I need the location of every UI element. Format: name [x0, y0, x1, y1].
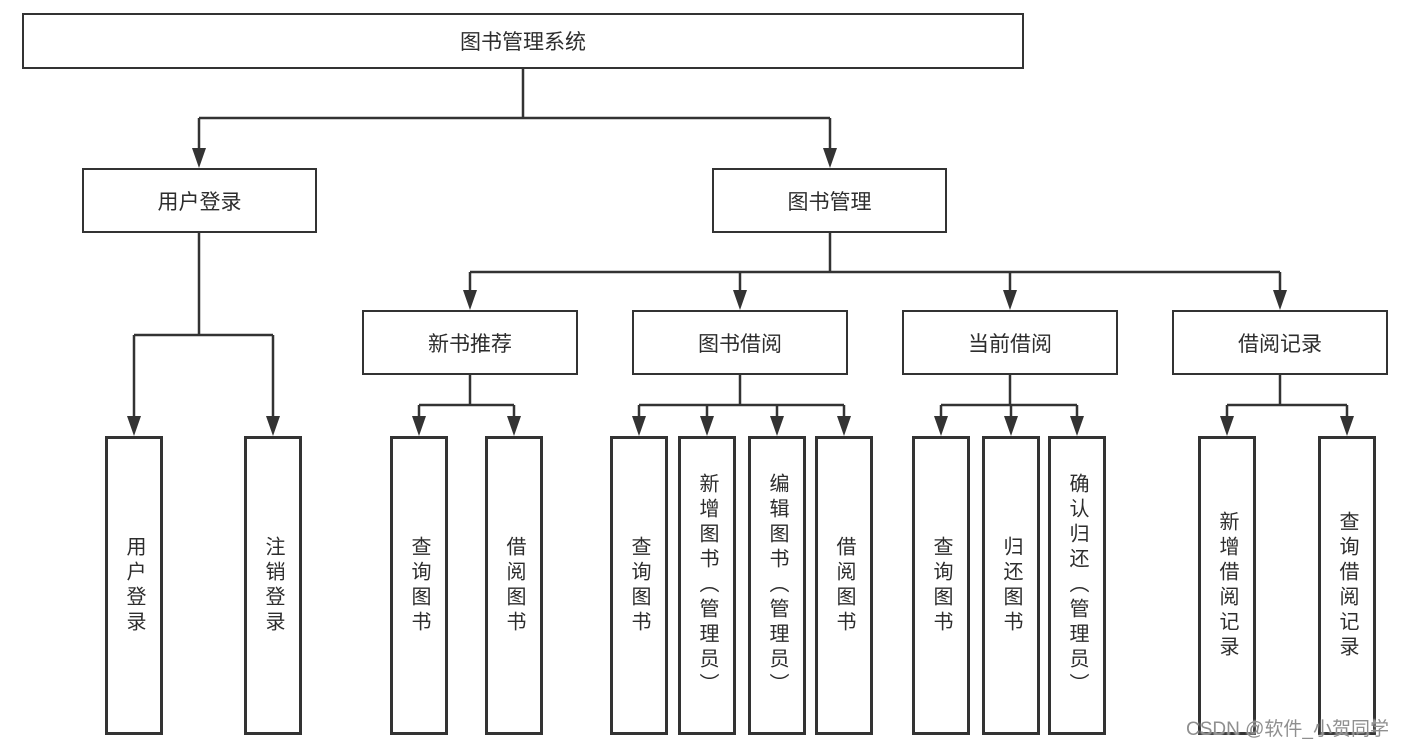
node-user-login: 用户登录: [82, 168, 317, 233]
node-leaf-borrow-book-1: 借阅图书: [485, 436, 543, 735]
node-leaf-edit-book-admin: 编辑图书（管理员）: [748, 436, 806, 735]
node-borrow-records: 借阅记录: [1172, 310, 1388, 375]
node-leaf-return-book: 归还图书: [982, 436, 1040, 735]
node-library-system-label: 图书管理系统: [460, 31, 586, 54]
node-leaf-confirm-return-admin: 确认归还（管理员）: [1048, 436, 1106, 735]
node-book-borrow-label: 图书借阅: [698, 332, 782, 356]
node-leaf-logout-label: 注销登录: [262, 535, 284, 636]
node-leaf-borrow-book-2-label: 借阅图书: [833, 535, 855, 636]
connector-book-borrow-to-leaves: [632, 375, 851, 436]
node-leaf-borrow-book-2: 借阅图书: [815, 436, 873, 735]
node-leaf-confirm-return-admin-label: 确认归还（管理员）: [1066, 473, 1088, 698]
node-new-book-recommend-label: 新书推荐: [428, 332, 512, 356]
node-leaf-search-book-2: 查询图书: [610, 436, 668, 735]
node-leaf-search-book-3-label: 查询图书: [930, 535, 952, 636]
node-book-borrow: 图书借阅: [632, 310, 848, 375]
node-leaf-add-book-admin-label: 新增图书（管理员）: [696, 473, 718, 698]
node-leaf-search-borrow-record-label: 查询借阅记录: [1336, 510, 1358, 661]
node-borrow-records-label: 借阅记录: [1238, 332, 1322, 356]
csdn-watermark: CSDN @软件_小贺同学: [1186, 719, 1389, 740]
node-leaf-borrow-book-1-label: 借阅图书: [503, 535, 525, 636]
node-book-management-label: 图书管理: [787, 190, 872, 214]
node-leaf-search-book-2-label: 查询图书: [628, 535, 650, 636]
node-leaf-return-book-label: 归还图书: [1000, 535, 1022, 636]
node-current-borrow-label: 当前借阅: [968, 332, 1052, 356]
node-leaf-add-book-admin: 新增图书（管理员）: [678, 436, 736, 735]
connector-root-to-level2: [192, 69, 837, 168]
connector-user-login-to-leaves: [127, 233, 280, 436]
connector-new-book-to-leaves: [412, 375, 521, 436]
node-leaf-edit-book-admin-label: 编辑图书（管理员）: [766, 473, 788, 698]
connector-borrow-records-to-leaves: [1220, 375, 1354, 436]
node-leaf-search-book-1-label: 查询图书: [408, 535, 430, 636]
connector-book-mgmt-to-level3: [463, 233, 1287, 310]
node-leaf-search-borrow-record: 查询借阅记录: [1318, 436, 1376, 735]
node-leaf-user-login: 用户登录: [105, 436, 163, 735]
node-leaf-add-borrow-record-label: 新增借阅记录: [1216, 510, 1238, 661]
node-current-borrow: 当前借阅: [902, 310, 1118, 375]
node-leaf-search-book-1: 查询图书: [390, 436, 448, 735]
node-leaf-user-login-label: 用户登录: [123, 535, 145, 636]
node-library-system: 图书管理系统: [22, 13, 1024, 69]
node-leaf-search-book-3: 查询图书: [912, 436, 970, 735]
connector-current-borrow-to-leaves: [934, 375, 1084, 436]
node-new-book-recommend: 新书推荐: [362, 310, 578, 375]
node-leaf-add-borrow-record: 新增借阅记录: [1198, 436, 1256, 735]
node-user-login-label: 用户登录: [157, 190, 242, 214]
node-book-management: 图书管理: [712, 168, 947, 233]
node-leaf-logout: 注销登录: [244, 436, 302, 735]
